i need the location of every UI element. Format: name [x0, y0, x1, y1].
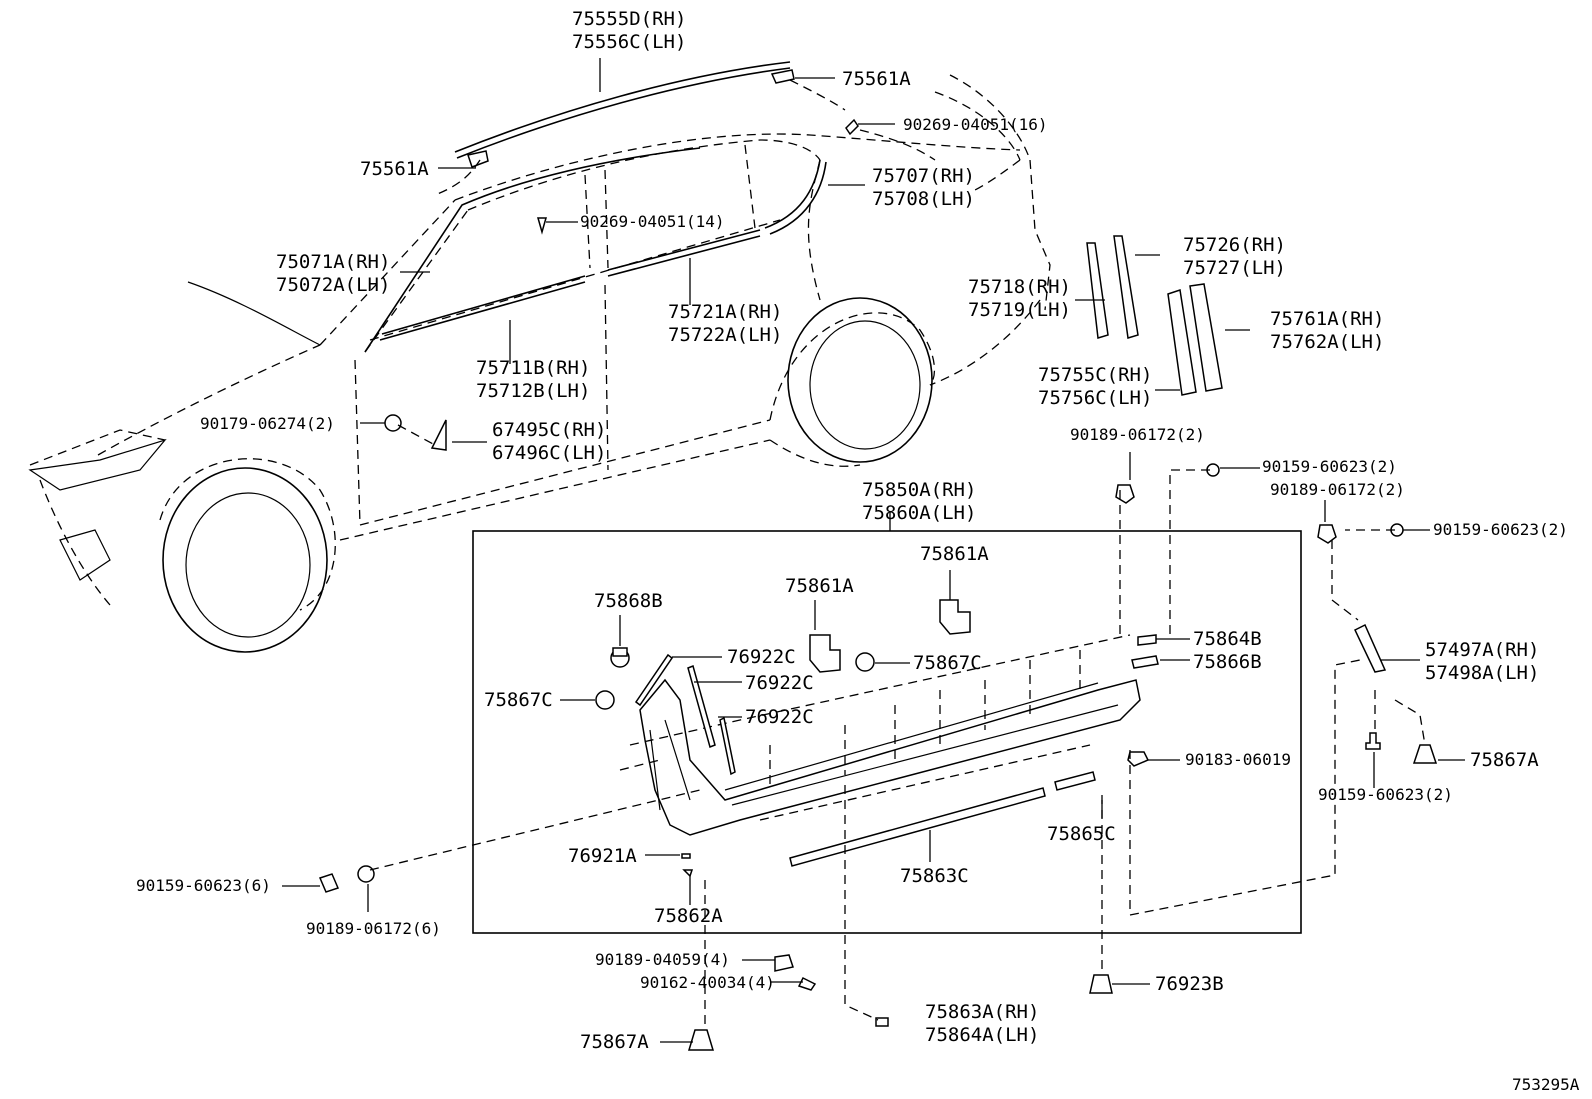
- label-76923B: 76923B: [1155, 973, 1224, 995]
- label-75707: 75707(RH): [872, 165, 975, 187]
- label-75868B: 75868B: [594, 590, 663, 612]
- label-75718: 75718(RH): [968, 276, 1071, 298]
- pillar-garnishes: [1086, 235, 1223, 396]
- label-90179: 90179-06274(2): [200, 414, 335, 433]
- label-75726: 75726(RH): [1183, 234, 1286, 256]
- label-75071A: 75071A(RH): [276, 251, 390, 273]
- label-75850A: 75850A(RH): [862, 479, 976, 501]
- label-75556C: 75556C(LH): [572, 31, 686, 53]
- label-75861A-a: 75861A: [920, 543, 989, 565]
- label-90183: 90183-06019: [1185, 750, 1291, 769]
- label-75719: 75719(LH): [968, 299, 1071, 321]
- label-75561A-left: 75561A: [360, 158, 429, 180]
- label-76922C-c: 76922C: [745, 706, 814, 728]
- label-75762A: 75762A(LH): [1270, 331, 1384, 353]
- label-75866B: 75866B: [1193, 651, 1262, 673]
- label-67495C: 67495C(RH): [492, 419, 606, 441]
- leader-lines: [282, 58, 1465, 1043]
- label-75867C-b: 75867C: [913, 652, 982, 674]
- label-75712B: 75712B(LH): [476, 380, 590, 402]
- label-75072A: 75072A(LH): [276, 274, 390, 296]
- label-75756C: 75756C(LH): [1038, 387, 1152, 409]
- label-90162-4: 90162-40034(4): [640, 973, 775, 992]
- label-75861A-b: 75861A: [785, 575, 854, 597]
- label-90159-2b: 90159-60623(2): [1433, 520, 1568, 539]
- rocker-assembly-box: [472, 530, 1302, 934]
- label-90189-4: 90189-04059(4): [595, 950, 730, 969]
- label-75867A-r: 75867A: [1470, 749, 1539, 771]
- car-body-outline: [28, 74, 1051, 653]
- label-75755C: 75755C(RH): [1038, 364, 1152, 386]
- label-75561A-top: 75561A: [842, 68, 911, 90]
- label-90159-6: 90159-60623(6): [136, 876, 271, 895]
- label-90189-2b: 90189-06172(2): [1270, 480, 1405, 499]
- window-moldings: [364, 147, 827, 353]
- label-90269-14: 90269-04051(14): [580, 212, 725, 231]
- label-75862A: 75862A: [654, 905, 723, 927]
- label-75727: 75727(LH): [1183, 257, 1286, 279]
- small-parts: [318, 118, 1438, 1051]
- label-75864A: 75864A(LH): [925, 1024, 1039, 1046]
- label-76921A: 76921A: [568, 845, 637, 867]
- label-75711B: 75711B(RH): [476, 357, 590, 379]
- label-76922C-a: 76922C: [727, 646, 796, 668]
- label-75761A: 75761A(RH): [1270, 308, 1384, 330]
- part-labels: 75555D(RH) 75556C(LH) 75561A 90269-04051…: [136, 8, 1568, 1053]
- label-75867A-b: 75867A: [580, 1031, 649, 1053]
- label-76922C-b: 76922C: [745, 672, 814, 694]
- label-90189-6: 90189-06172(6): [306, 919, 441, 938]
- diagram-id: 753295A: [1512, 1075, 1580, 1094]
- label-57497A: 57497A(RH): [1425, 639, 1539, 661]
- label-90159-2a: 90159-60623(2): [1262, 457, 1397, 476]
- label-90269-16: 90269-04051(16): [903, 115, 1048, 134]
- guide-lines: [369, 79, 1426, 1030]
- rocker-molding: [619, 634, 1141, 836]
- label-75863A: 75863A(RH): [925, 1001, 1039, 1023]
- label-75722A: 75722A(LH): [668, 324, 782, 346]
- label-75721A: 75721A(RH): [668, 301, 782, 323]
- label-67496C: 67496C(LH): [492, 442, 606, 464]
- label-75864B: 75864B: [1193, 628, 1262, 650]
- label-75708: 75708(LH): [872, 188, 975, 210]
- label-75555D: 75555D(RH): [572, 8, 686, 30]
- label-90189-2a: 90189-06172(2): [1070, 425, 1205, 444]
- label-90159-2c: 90159-60623(2): [1318, 785, 1453, 804]
- label-57498A: 57498A(LH): [1425, 662, 1539, 684]
- label-75860A: 75860A(LH): [862, 502, 976, 524]
- label-75867C-a: 75867C: [484, 689, 553, 711]
- label-75865C: 75865C: [1047, 823, 1116, 845]
- label-75863C: 75863C: [900, 865, 969, 887]
- roof-molding: [454, 61, 795, 168]
